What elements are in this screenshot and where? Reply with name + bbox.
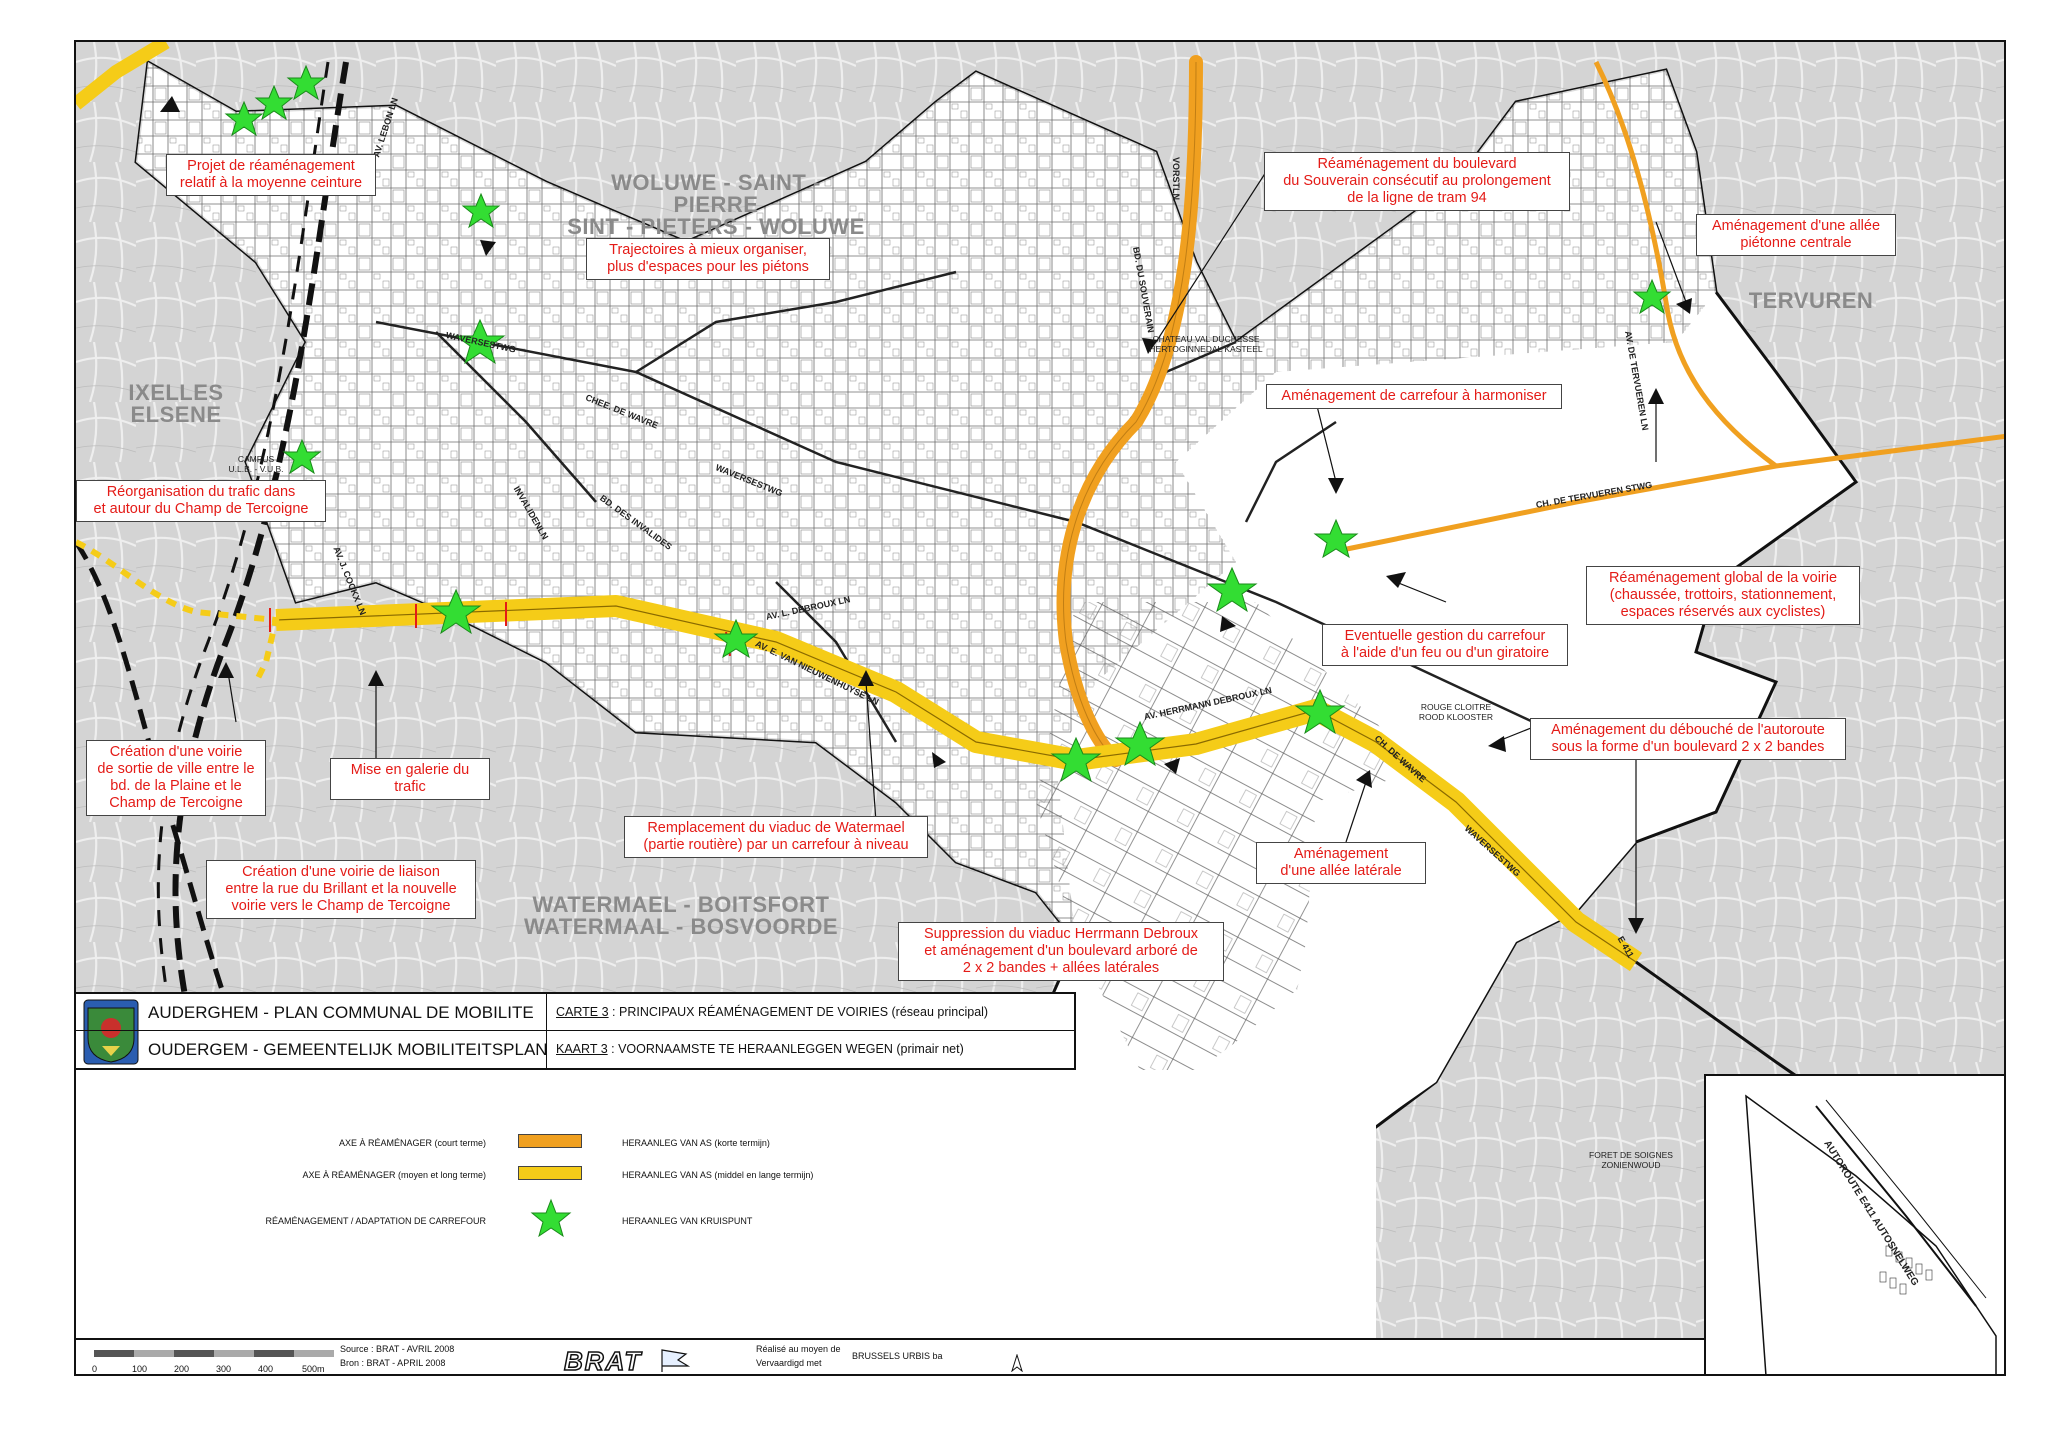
callout-debouche: Aménagement du débouché de l'autoroute s…	[1530, 718, 1846, 760]
axe-moyenne-ceinture	[76, 42, 170, 110]
area-watermael: WATERMAEL - BOITSFORT WATERMAAL - BOSVOO…	[501, 894, 861, 938]
realise-nl: Vervaardigd met	[756, 1358, 822, 1368]
axe-ch-de-tervueren	[1341, 433, 2004, 553]
map-frame: WOLUWE - SAINT - PIERRE SINT - PIETERS -…	[74, 40, 2006, 1376]
callout-tercoigne-trafic: Réorganisation du trafic dans et autour …	[76, 480, 326, 522]
legend: AXE À RÉAMÉNAGER (court terme) HERAANLEG…	[76, 1070, 1376, 1338]
callout-feu-giratoire: Eventuelle gestion du carrefour à l'aide…	[1322, 624, 1568, 666]
star-icon	[1050, 736, 1102, 783]
star-icon	[286, 64, 326, 101]
compass-icon	[1011, 1354, 1023, 1372]
place-rouge-cloitre: ROUGE CLOITRE ROOD KLOOSTER	[1418, 702, 1494, 722]
inset-canvas	[1745, 1094, 1997, 1374]
callout-voirie-sortie: Création d'une voirie de sortie de ville…	[86, 740, 266, 816]
area-ixelles-fr: IXELLES	[128, 380, 224, 405]
title-nl: OUDERGEM - GEMEENTELIJK MOBILITEITSPLAN	[148, 1040, 548, 1059]
star-icon	[1632, 278, 1672, 315]
scale-label: 500m	[302, 1364, 325, 1374]
arrow-heads	[160, 96, 1692, 934]
brat-logo: BRAT	[563, 1345, 643, 1376]
carrefour-stars	[224, 64, 1672, 783]
area-woluwe-fr: WOLUWE - SAINT - PIERRE	[611, 170, 821, 217]
area-woluwe: WOLUWE - SAINT - PIERRE SINT - PIETERS -…	[566, 172, 866, 238]
scale-label: 300	[216, 1364, 232, 1374]
auderghem-crest-icon	[83, 999, 139, 1065]
leader-lines	[227, 171, 1687, 922]
star-icon	[224, 100, 264, 137]
title-row-fr: AUDERGHEM - PLAN COMMUNAL DE MOBILITE CA…	[76, 994, 1076, 1031]
star-icon	[713, 618, 759, 659]
scale-label: 100	[132, 1364, 148, 1374]
legend-moyen-nl: HERAANLEG VAN AS (middel en lange termij…	[622, 1170, 814, 1180]
callout-carrefour-harmoniser: Aménagement de carrefour à harmoniser	[1266, 384, 1562, 409]
axe-tercoigne-dashed	[76, 539, 280, 684]
source-nl: Bron : BRAT - APRIL 2008	[340, 1358, 446, 1368]
title-block: AUDERGHEM - PLAN COMMUNAL DE MOBILITE CA…	[76, 992, 1076, 1070]
legend-carrefour-fr: RÉAMÉNAGEMENT / ADAPTATION DE CARREFOUR	[265, 1216, 486, 1226]
carte-label: CARTE 3 : PRINCIPAUX RÉAMÉNAGEMENT DE VO…	[556, 1005, 989, 1019]
legend-court-fr: AXE À RÉAMÉNAGER (court terme)	[338, 1138, 486, 1148]
star-icon	[1294, 688, 1346, 735]
inset-map: AUTOROUTE E411 AUTOSNELWEG	[1704, 1074, 2004, 1374]
callout-voirie-liaison: Création d'une voirie de liaison entre l…	[206, 860, 476, 919]
star-icon	[1114, 720, 1166, 767]
callout-allee-pietonne: Aménagement d'une allée piétonne central…	[1696, 214, 1896, 256]
axe-av-de-tervueren	[1593, 60, 1778, 469]
area-ixelles-nl: ELSENE	[130, 402, 222, 427]
place-foret: FORET DE SOIGNES ZONIENWOUD	[1589, 1150, 1673, 1170]
star-icon	[1206, 566, 1258, 613]
callout-moyenne-ceinture: Projet de réaménagement relatif à la moy…	[166, 154, 376, 196]
scale-label: 400	[258, 1364, 274, 1374]
star-icon	[282, 438, 322, 475]
place-campus: CAMPUS U.L.B. - V.U.B.	[228, 454, 284, 474]
area-tervuren: TERVUREN	[1748, 288, 1874, 313]
realise-fr: Réalisé au moyen de	[756, 1344, 841, 1354]
callout-trajectoires: Trajectoires à mieux organiser, plus d'e…	[586, 238, 830, 280]
area-woluwe-nl: SINT - PIETERS - WOLUWE	[567, 214, 865, 239]
scale-label: 200	[174, 1364, 190, 1374]
title-fr: AUDERGHEM - PLAN COMMUNAL DE MOBILITE	[148, 1003, 534, 1022]
legend-star-icon	[530, 1198, 572, 1238]
legend-swatch-moyen	[518, 1166, 582, 1180]
legend-swatch-court	[518, 1134, 582, 1148]
callout-allee-laterale: Aménagement d'une allée latérale	[1256, 842, 1426, 884]
area-ixelles: IXELLES ELSENE	[116, 382, 236, 426]
brat-flag-icon	[661, 1349, 691, 1372]
title-row-nl: OUDERGEM - GEMEENTELIJK MOBILITEITSPLAN …	[76, 1031, 1076, 1068]
urbis-label: BRUSSELS URBIS ba	[852, 1351, 943, 1361]
star-icon	[461, 192, 501, 229]
star-icon	[254, 84, 294, 121]
place-chateau: CHATEAU VAL DUCHESSE HERTOGINNEDAL KASTE…	[1149, 334, 1263, 354]
street-vorstln: VORSTLN	[1171, 157, 1181, 201]
source-fr: Source : BRAT - AVRIL 2008	[340, 1344, 455, 1354]
scale-label: 0	[92, 1364, 98, 1374]
kaart-label: KAART 3 : VOORNAAMSTE TE HERAANLEGGEN WE…	[556, 1042, 964, 1056]
callout-galerie: Mise en galerie du trafic	[330, 758, 490, 800]
legend-moyen-fr: AXE À RÉAMÉNAGER (moyen et long terme)	[302, 1170, 486, 1180]
legend-court-nl: HERAANLEG VAN AS (korte termijn)	[622, 1138, 770, 1148]
callout-voirie-global: Réaménagement global de la voirie (chaus…	[1586, 566, 1860, 625]
star-icon	[454, 318, 506, 365]
legend-carrefour-nl: HERAANLEG VAN KRUISPUNT	[622, 1216, 753, 1226]
star-icon	[430, 588, 482, 635]
area-watermael-fr: WATERMAEL - BOITSFORT	[532, 892, 830, 917]
star-icon	[1313, 518, 1359, 559]
scale-bar	[94, 1350, 334, 1357]
callout-viaduc-watermael: Remplacement du viaduc de Watermael (par…	[624, 816, 928, 858]
callout-souverain: Réaménagement du boulevard du Souverain …	[1264, 152, 1570, 211]
callout-viaduc-debroux: Suppression du viaduc Herrmann Debroux e…	[898, 922, 1224, 981]
area-watermael-nl: WATERMAAL - BOSVOORDE	[523, 914, 839, 939]
urban-fabric	[136, 62, 1716, 942]
footer-block: 0 100 200 300 400 500m Source : BRAT - A…	[76, 1338, 2004, 1376]
axe-bd-du-souverain	[1056, 55, 1203, 767]
